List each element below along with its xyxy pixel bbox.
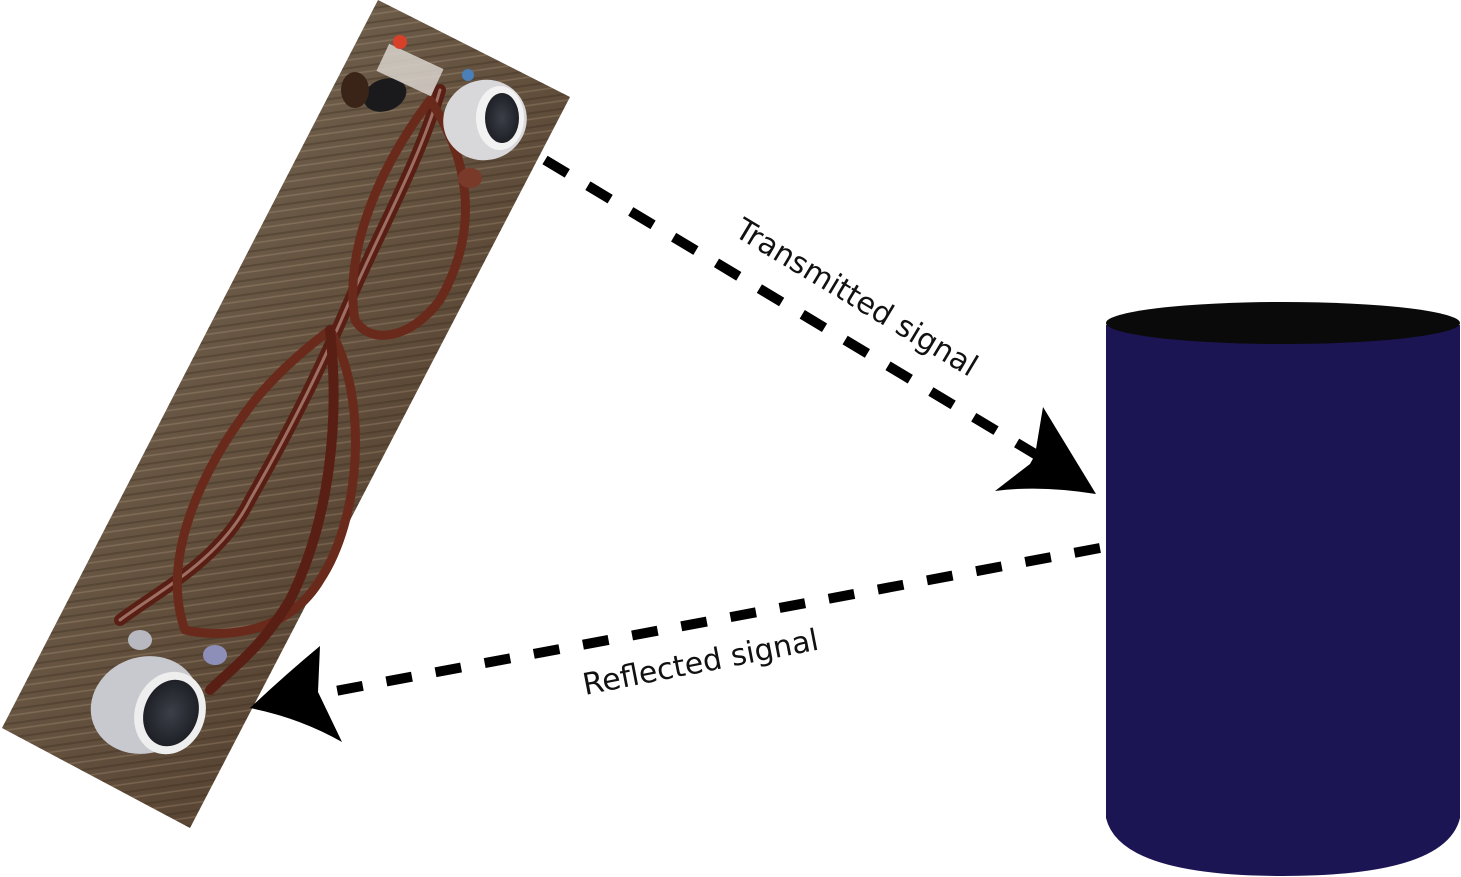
cylinder-body — [1106, 325, 1460, 876]
transmitted-signal-line — [542, 155, 1043, 462]
glasses-frame — [114, 84, 470, 695]
reflected-signal-line — [329, 543, 1101, 697]
cylinder-obstacle — [1106, 302, 1460, 876]
top-electronics — [341, 35, 474, 112]
glasses-device-photo — [2, 0, 570, 828]
photo-wood-grain — [2, 0, 570, 828]
glasses-temple-left-highlight — [118, 88, 442, 622]
glasses-lens-rim-upper — [348, 95, 470, 340]
transmitted-arrowhead-icon — [995, 407, 1096, 494]
cylinder-top — [1106, 302, 1460, 344]
ultrasonic-transmitter-sensor — [443, 79, 527, 188]
ultrasonic-receiver-sensor — [90, 630, 227, 755]
reflected-signal-arrow: Reflected signal — [250, 543, 1101, 742]
reflected-signal-label: Reflected signal — [580, 623, 822, 703]
reflected-arrowhead-icon — [250, 646, 342, 742]
transmitted-signal-arrow: Transmitted signal — [542, 155, 1096, 494]
glasses-temple-right — [205, 325, 339, 695]
glasses-lens-rim-lower — [172, 325, 360, 638]
